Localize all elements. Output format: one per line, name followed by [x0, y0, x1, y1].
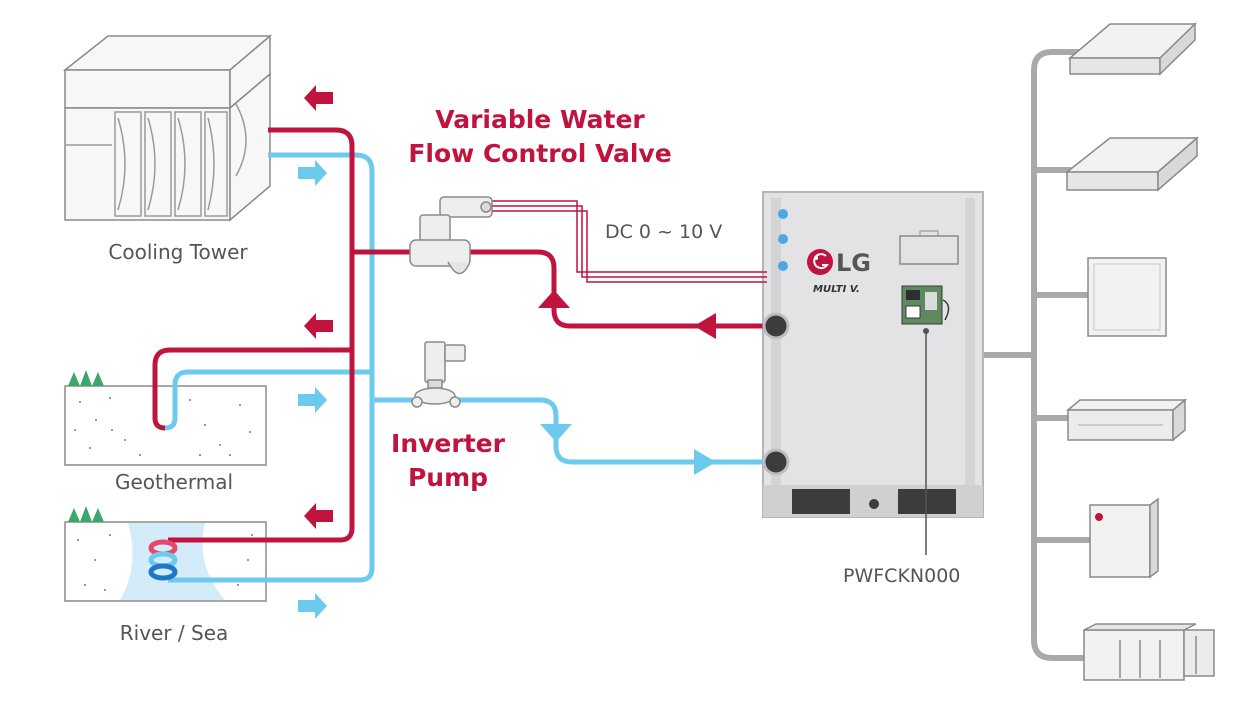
grass-icon [68, 506, 104, 522]
ceiling-cassette-1way-icon [1064, 136, 1200, 192]
river-sea-label: River / Sea [119, 621, 229, 645]
pump-title: Inverter Pump [388, 427, 508, 495]
refrigerant-distribution-pipe [982, 49, 1093, 661]
outdoor-ahu-unit-icon [1083, 623, 1215, 681]
cooling-tower-label: Cooling Tower [108, 240, 248, 264]
pump-title-line1: Inverter [391, 429, 505, 458]
geothermal-loop-caps [152, 417, 178, 431]
valve-title: Variable Water Flow Control Valve [395, 103, 685, 171]
valve-title-line1: Variable Water [435, 105, 645, 134]
cooling-tower-icon [62, 34, 273, 222]
valve-title-line2: Flow Control Valve [408, 139, 672, 168]
lg-logo-icon [807, 249, 833, 275]
grass-icon [68, 370, 104, 386]
flow-control-valve-icon [409, 196, 493, 275]
multi-v-badge: MULTI V. [813, 284, 860, 295]
pump-title-line2: Pump [407, 463, 489, 492]
cold-water-flow-markers [298, 160, 716, 619]
signal-cable [490, 200, 767, 283]
inlet-port [762, 448, 790, 476]
ceiling-cassette-4way-icon [1067, 22, 1197, 76]
river-coil-icon [148, 539, 178, 581]
inverter-pump-icon [411, 341, 466, 408]
geothermal-label: Geothermal [114, 470, 234, 494]
ducted-unit-icon [1065, 398, 1188, 442]
outlet-port [762, 312, 790, 340]
hydro-kit-unit-icon [1089, 497, 1159, 579]
river-sea-ground [64, 506, 267, 602]
geothermal-ground [64, 370, 267, 466]
lg-multi-v-unit [762, 191, 984, 555]
kit-model-label: PWFCKN000 [843, 565, 961, 587]
wall-panel-unit-icon [1087, 257, 1167, 337]
hot-water-pipe [152, 127, 771, 543]
lg-brand-text: LG [836, 249, 871, 277]
hot-water-flow-markers [304, 85, 716, 529]
signal-label: DC 0 ~ 10 V [605, 221, 723, 243]
cold-water-pipe [168, 152, 771, 583]
